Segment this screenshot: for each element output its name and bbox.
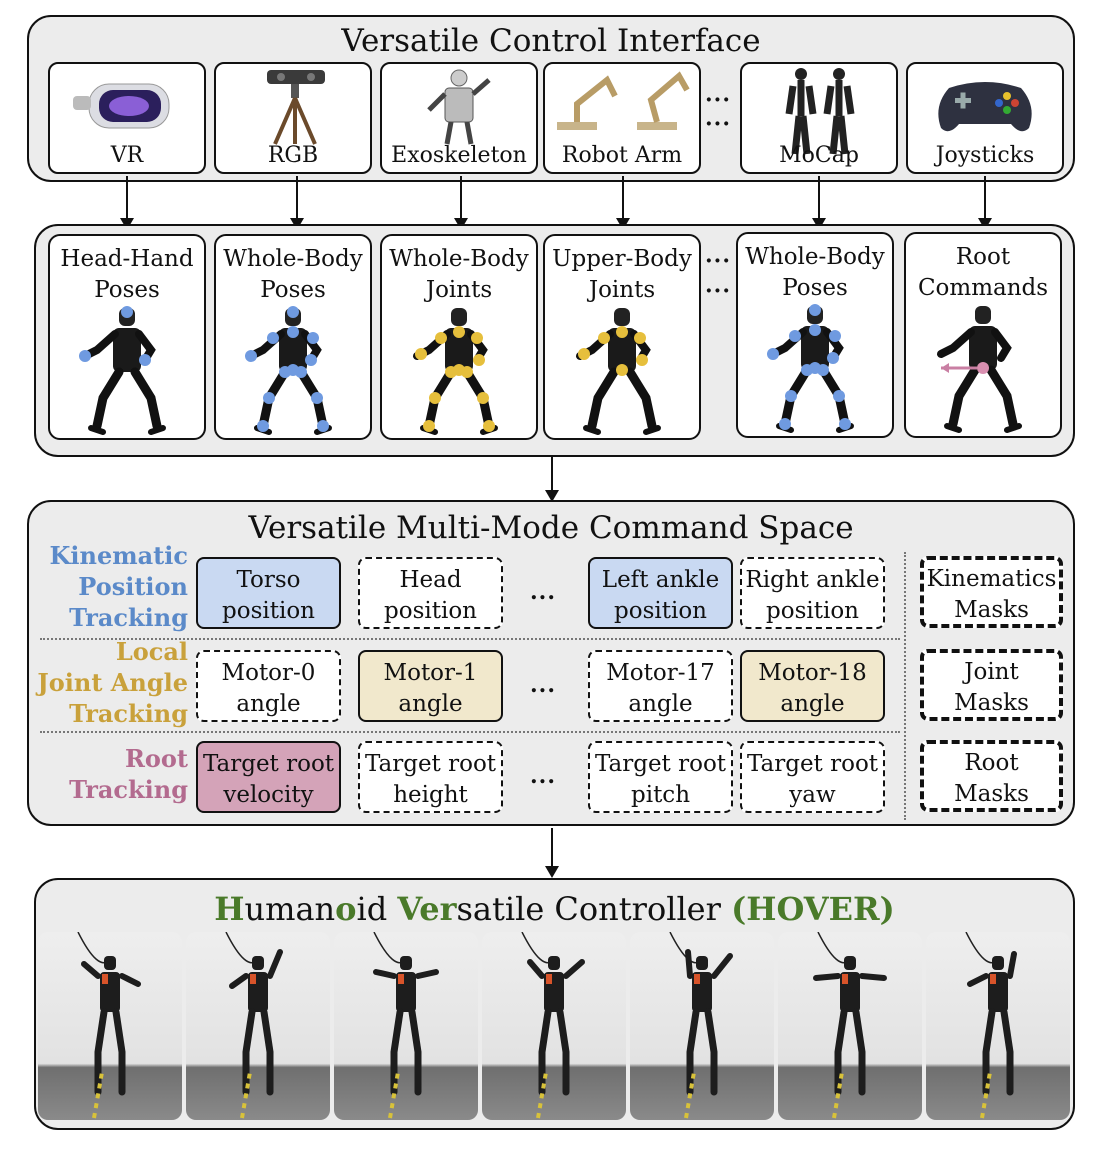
robot-photo bbox=[186, 932, 330, 1120]
row-separator bbox=[40, 638, 900, 640]
command-ellipsis: ... bbox=[530, 672, 556, 698]
exoskeleton-icon bbox=[382, 66, 536, 146]
command-ellipsis: ... bbox=[530, 763, 556, 789]
device-label: RGB bbox=[267, 143, 319, 168]
device-card-joysticks: Joysticks bbox=[906, 62, 1064, 174]
robot-figure-icon bbox=[738, 296, 892, 436]
device-card-vr: VR bbox=[48, 62, 206, 174]
robot-photo bbox=[482, 932, 626, 1120]
control-interface-title: Versatile Control Interface bbox=[341, 23, 761, 59]
device-card-rgb: RGB bbox=[214, 62, 372, 174]
robot-figure-icon bbox=[906, 296, 1060, 436]
vr-headset-icon bbox=[50, 66, 204, 146]
gamepad-icon bbox=[908, 66, 1062, 146]
arrow-mocap bbox=[812, 176, 826, 230]
arrow-robot-arm bbox=[616, 176, 630, 230]
robot-photo bbox=[926, 932, 1070, 1120]
robot-photo bbox=[630, 932, 774, 1120]
robot-photo bbox=[334, 932, 478, 1120]
command-ellipsis: ... bbox=[530, 579, 556, 605]
arrow-to-command-space bbox=[545, 456, 559, 502]
arrow-exoskeleton bbox=[454, 176, 468, 230]
mocap-suit-icon bbox=[742, 66, 896, 156]
device-label: MoCap bbox=[779, 143, 859, 168]
controller-title: Humanoid Versatile Controller (HOVER) bbox=[214, 890, 895, 928]
input-ellipsis: ······ bbox=[705, 248, 731, 304]
mask-column-separator bbox=[904, 552, 906, 820]
arrow-rgb bbox=[290, 176, 304, 230]
robot-photo bbox=[38, 932, 182, 1120]
command-space-title: Versatile Multi-Mode Command Space bbox=[248, 510, 854, 546]
device-label: Robot Arm bbox=[561, 143, 683, 168]
robot-photo bbox=[778, 932, 922, 1120]
device-card-mocap: MoCap bbox=[740, 62, 898, 174]
robot-figure-icon bbox=[216, 298, 370, 438]
row-separator bbox=[40, 731, 900, 733]
rgb-camera-icon bbox=[216, 66, 370, 146]
device-label: VR bbox=[110, 143, 144, 168]
device-card-robot-arm: Robot Arm bbox=[543, 62, 701, 174]
robot-figure-icon bbox=[545, 298, 699, 438]
device-card-exoskeleton: Exoskeleton bbox=[380, 62, 538, 174]
arrow-vr bbox=[120, 176, 134, 230]
device-label: Joysticks bbox=[935, 143, 1035, 168]
arrow-joysticks bbox=[978, 176, 992, 230]
device-ellipsis: ······ bbox=[705, 87, 731, 137]
device-label: Exoskeleton bbox=[391, 143, 527, 168]
robot-figure-icon bbox=[382, 298, 536, 438]
robot-figure-icon bbox=[50, 298, 204, 438]
arrow-to-controller bbox=[545, 828, 559, 878]
robot-arm-icon bbox=[545, 66, 699, 146]
